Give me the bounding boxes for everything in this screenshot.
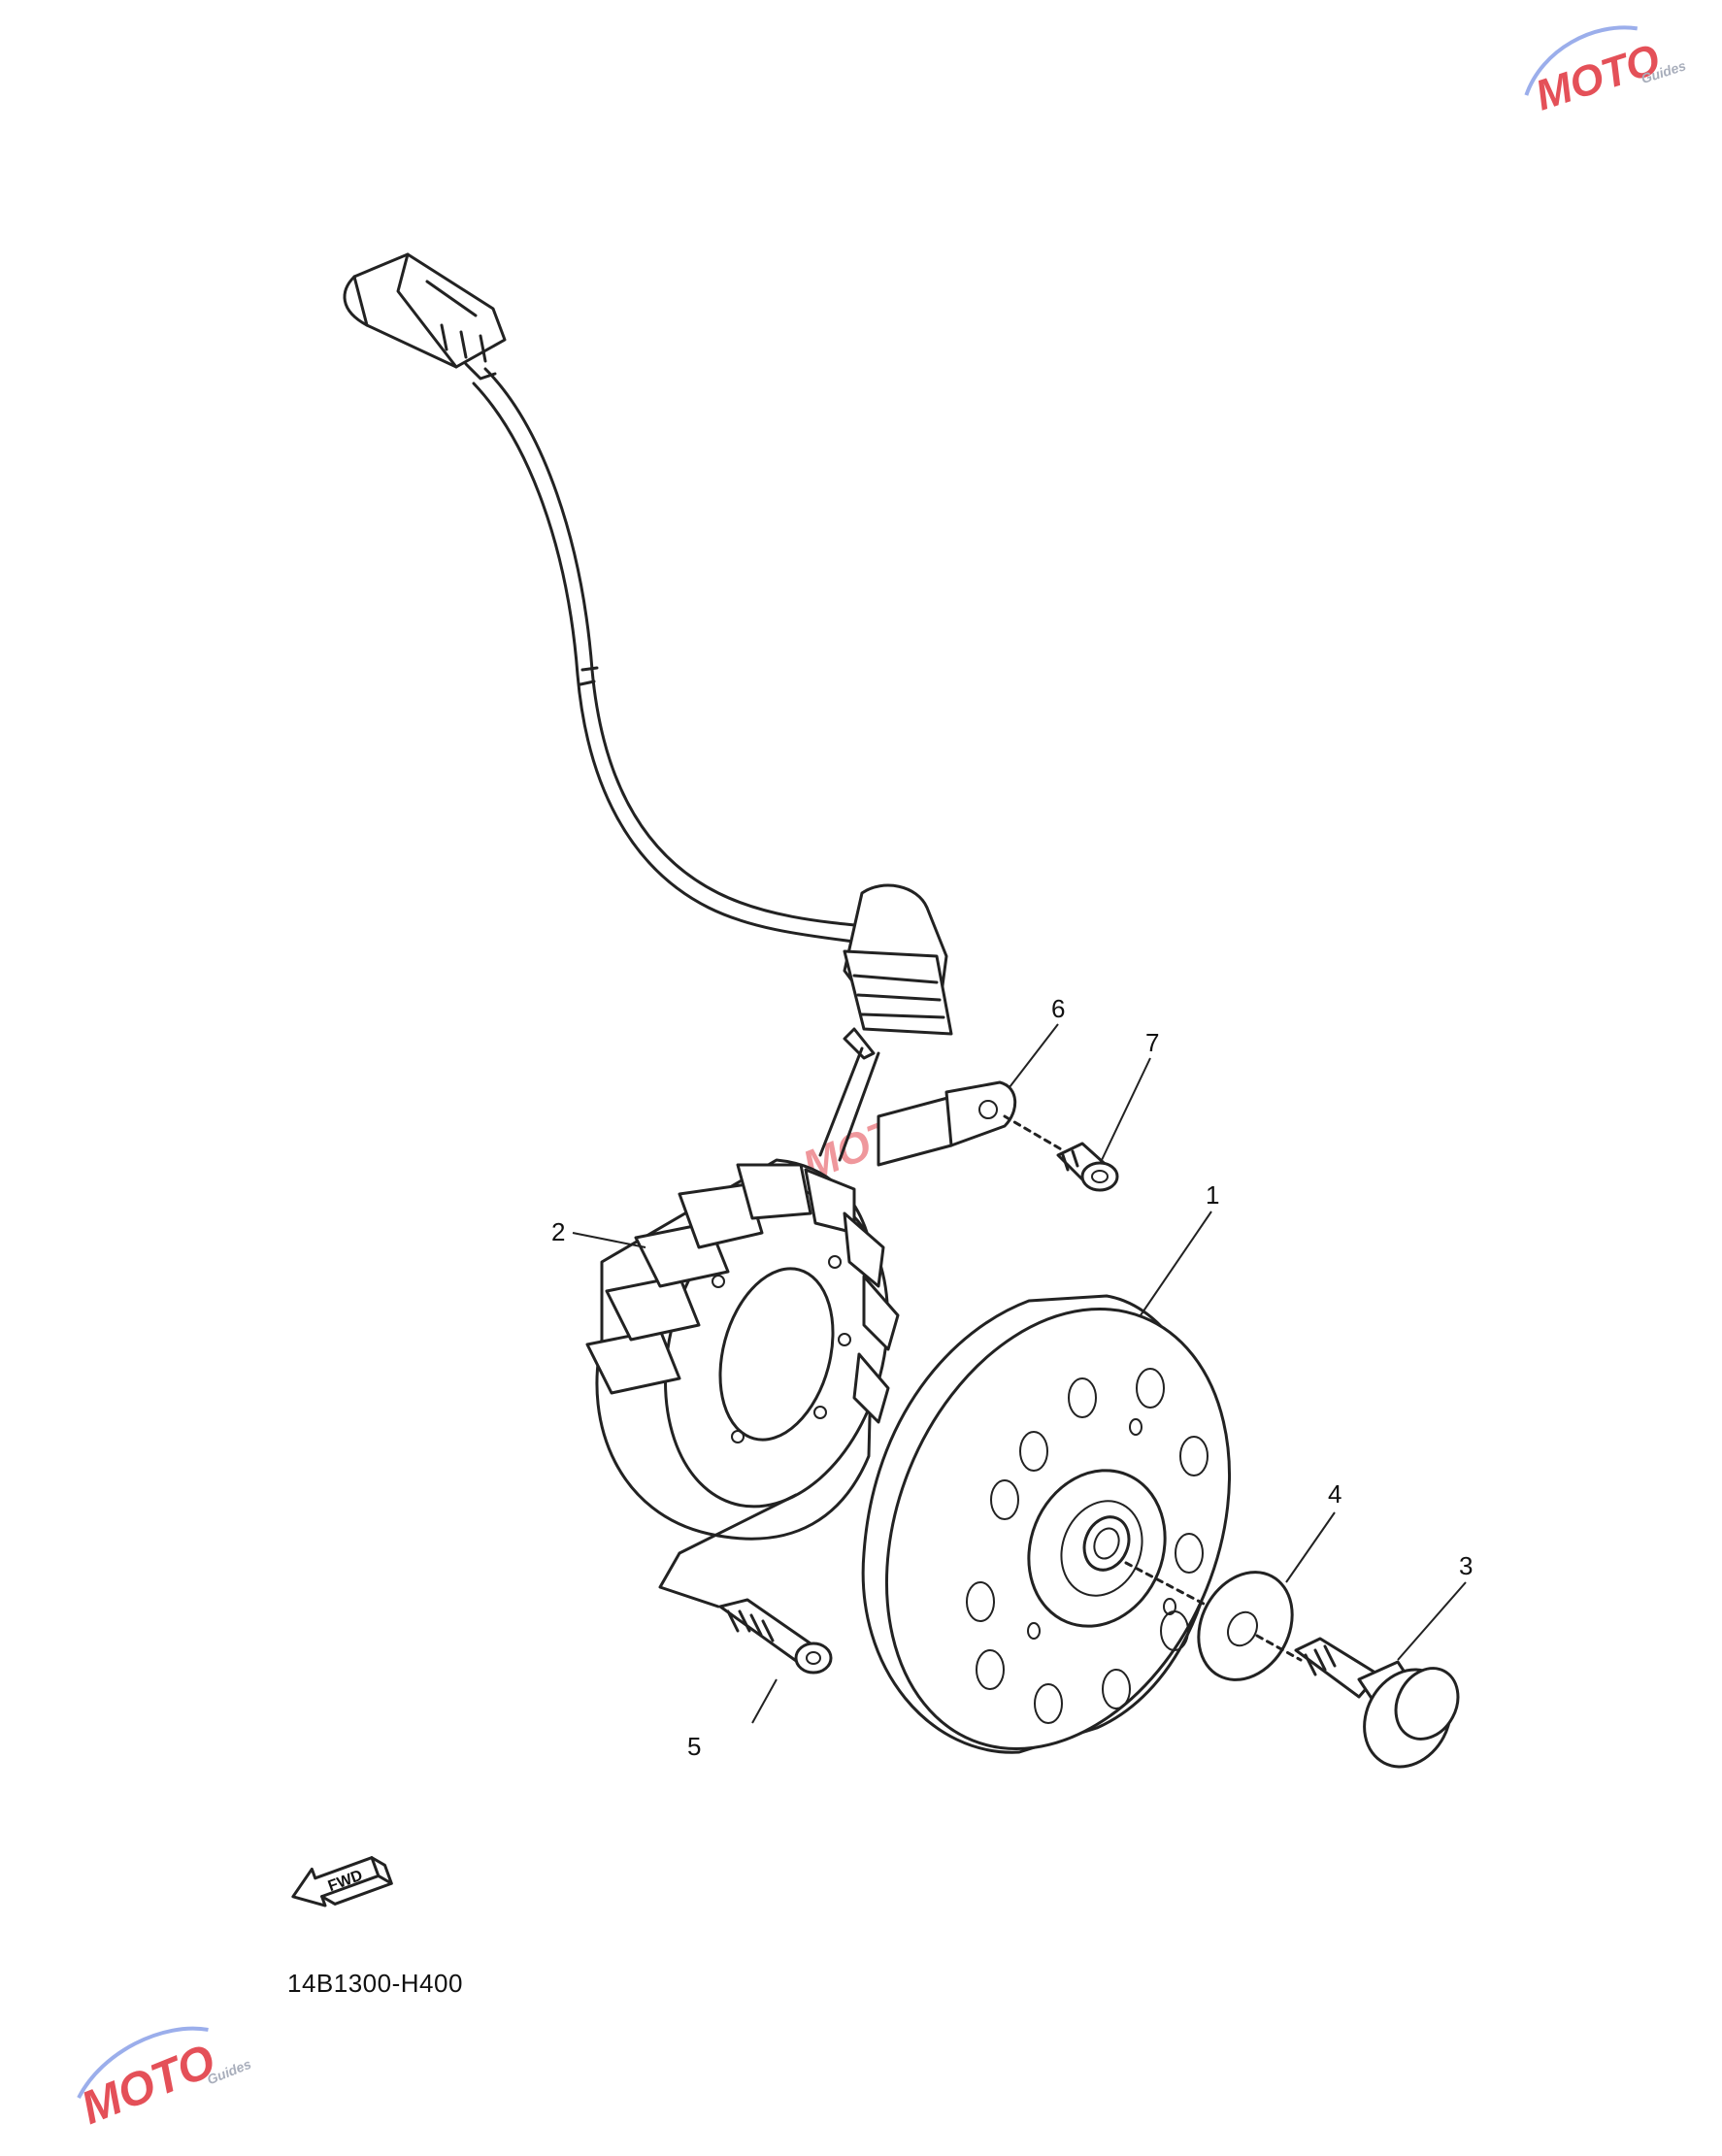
lead-clamp xyxy=(877,1080,1017,1167)
callout-3: 3 xyxy=(1459,1551,1473,1580)
diagram-code: 14B1300-H400 xyxy=(287,1969,463,1998)
flange-bolt xyxy=(1255,1634,1460,1769)
watermark-brand: MOTO xyxy=(75,2035,223,2135)
washer xyxy=(1124,1561,1294,1681)
watermark-top-right: MOTO Guides xyxy=(1524,25,1688,119)
leader-lines xyxy=(572,1023,1467,1724)
clamp-screw xyxy=(1003,1114,1119,1192)
stator xyxy=(585,1158,900,1541)
callout-labels: 1 2 3 4 5 6 7 xyxy=(551,994,1473,1761)
callout-6: 6 xyxy=(1051,994,1065,1023)
callout-5: 5 xyxy=(687,1732,701,1761)
wire-grommet xyxy=(843,883,953,1060)
callout-1: 1 xyxy=(1206,1180,1219,1210)
fwd-arrow-icon: FWD xyxy=(291,1856,393,1907)
wire-harness xyxy=(472,367,876,945)
connector-plug xyxy=(343,252,507,381)
rotor-flywheel xyxy=(861,1294,1232,1754)
stator-bolt xyxy=(658,1493,833,1675)
callout-4: 4 xyxy=(1328,1479,1341,1509)
callout-7: 7 xyxy=(1145,1028,1159,1057)
callout-2: 2 xyxy=(551,1217,565,1246)
stator-leads xyxy=(818,1046,880,1162)
watermark-bottom-left: MOTO Guides xyxy=(75,2026,253,2135)
